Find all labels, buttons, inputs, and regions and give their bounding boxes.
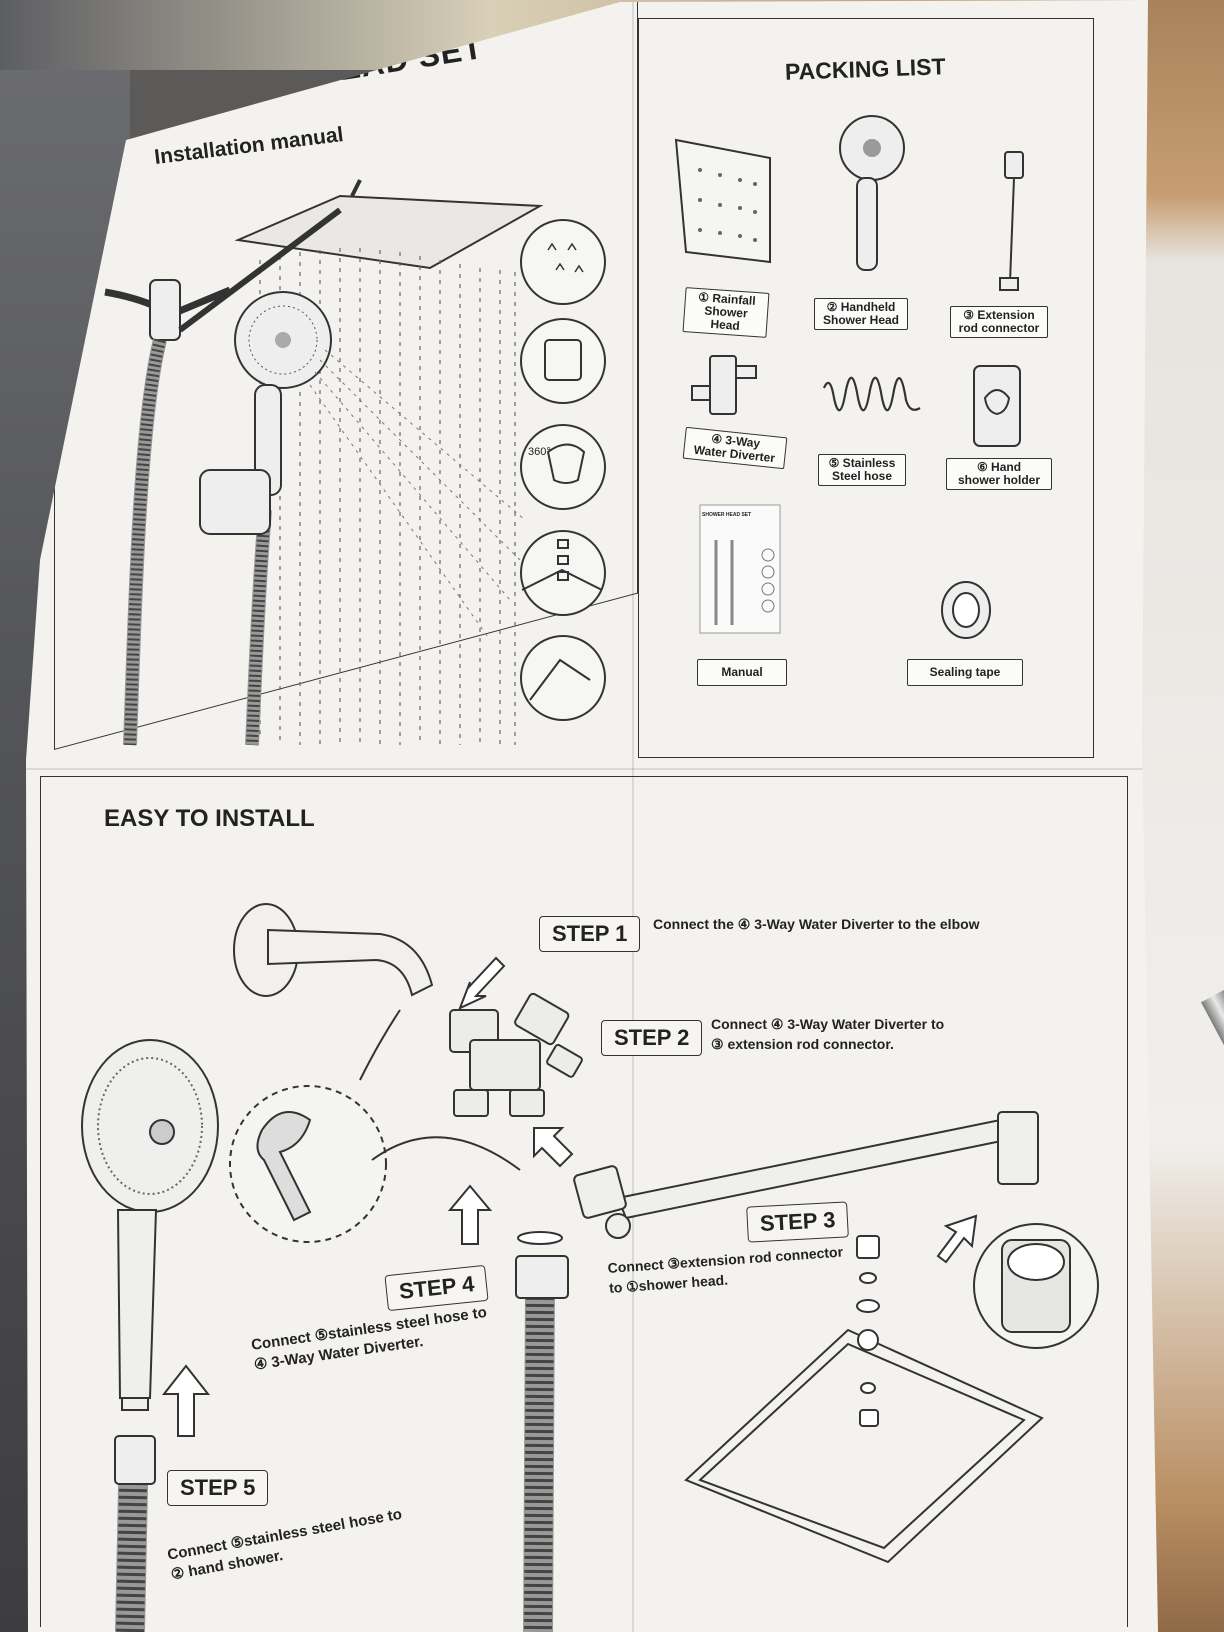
fold-line-horizontal	[26, 768, 1158, 770]
detail-circles-icon	[520, 219, 606, 721]
hose-illustration-icon	[123, 338, 272, 746]
install-section-title: EASY TO INSTALL	[104, 805, 315, 832]
panel-border-bottom	[40, 776, 1128, 1627]
wrench-detail-icon	[229, 1009, 521, 1243]
panel-border-top-right	[638, 18, 1094, 758]
sealing-tape-icon	[941, 581, 991, 639]
step-1-label: STEP 1	[539, 916, 641, 952]
rotation-label: 360°	[528, 446, 551, 458]
bottom-hoses-icon	[114, 1231, 569, 1632]
extension-rod-icon	[999, 151, 1024, 291]
packing-label-handheld: ② Handheld Shower Head	[814, 298, 908, 330]
rainfall-head-illustration-icon	[234, 179, 544, 270]
packing-label-sealing-tape: Sealing tape	[907, 659, 1023, 686]
handheld-shower-head-icon	[839, 115, 905, 271]
packing-label-hose: ⑤ Stainless Steel hose	[818, 454, 906, 486]
wall-arm-icon	[104, 207, 342, 341]
fold-line-vertical	[632, 0, 634, 1632]
seal-parts-icon	[856, 1235, 880, 1427]
step-5-label: STEP 5	[167, 1470, 269, 1506]
handheld-bottom-icon	[81, 1039, 219, 1411]
arrow-icons	[161, 956, 978, 1437]
step-3-label: STEP 3	[746, 1201, 850, 1243]
manual-thumbnail-icon	[699, 504, 781, 634]
holder-icon	[973, 365, 1021, 447]
packing-label-extension: ③ Extension rod connector	[950, 306, 1048, 338]
extension-rod-assembly-icon	[573, 1111, 1039, 1239]
spray-lines-icon	[309, 349, 526, 641]
step-2-text: Connect ④ 3-Way Water Diverter to ③ exte…	[711, 1016, 945, 1052]
rainfall-head-bottom-icon	[684, 1328, 1044, 1564]
thread-detail-icon	[973, 1223, 1099, 1349]
step-1-text: Connect the ④ 3-Way Water Diverter to th…	[653, 916, 980, 932]
diverter-icon	[691, 355, 757, 415]
step-2-label: STEP 2	[601, 1020, 703, 1056]
handheld-illustration-icon	[199, 291, 332, 535]
manual-thumbnail-title: SHOWER HEAD SET	[702, 512, 752, 518]
diverter-assembly-icon	[449, 992, 583, 1117]
packing-label-holder: ⑥ Hand shower holder	[946, 458, 1052, 490]
packing-label-manual: Manual	[697, 659, 787, 686]
rainfall-shower-head-icon	[674, 138, 771, 264]
hose-icon	[822, 376, 921, 412]
wall-elbow-icon	[233, 903, 434, 997]
